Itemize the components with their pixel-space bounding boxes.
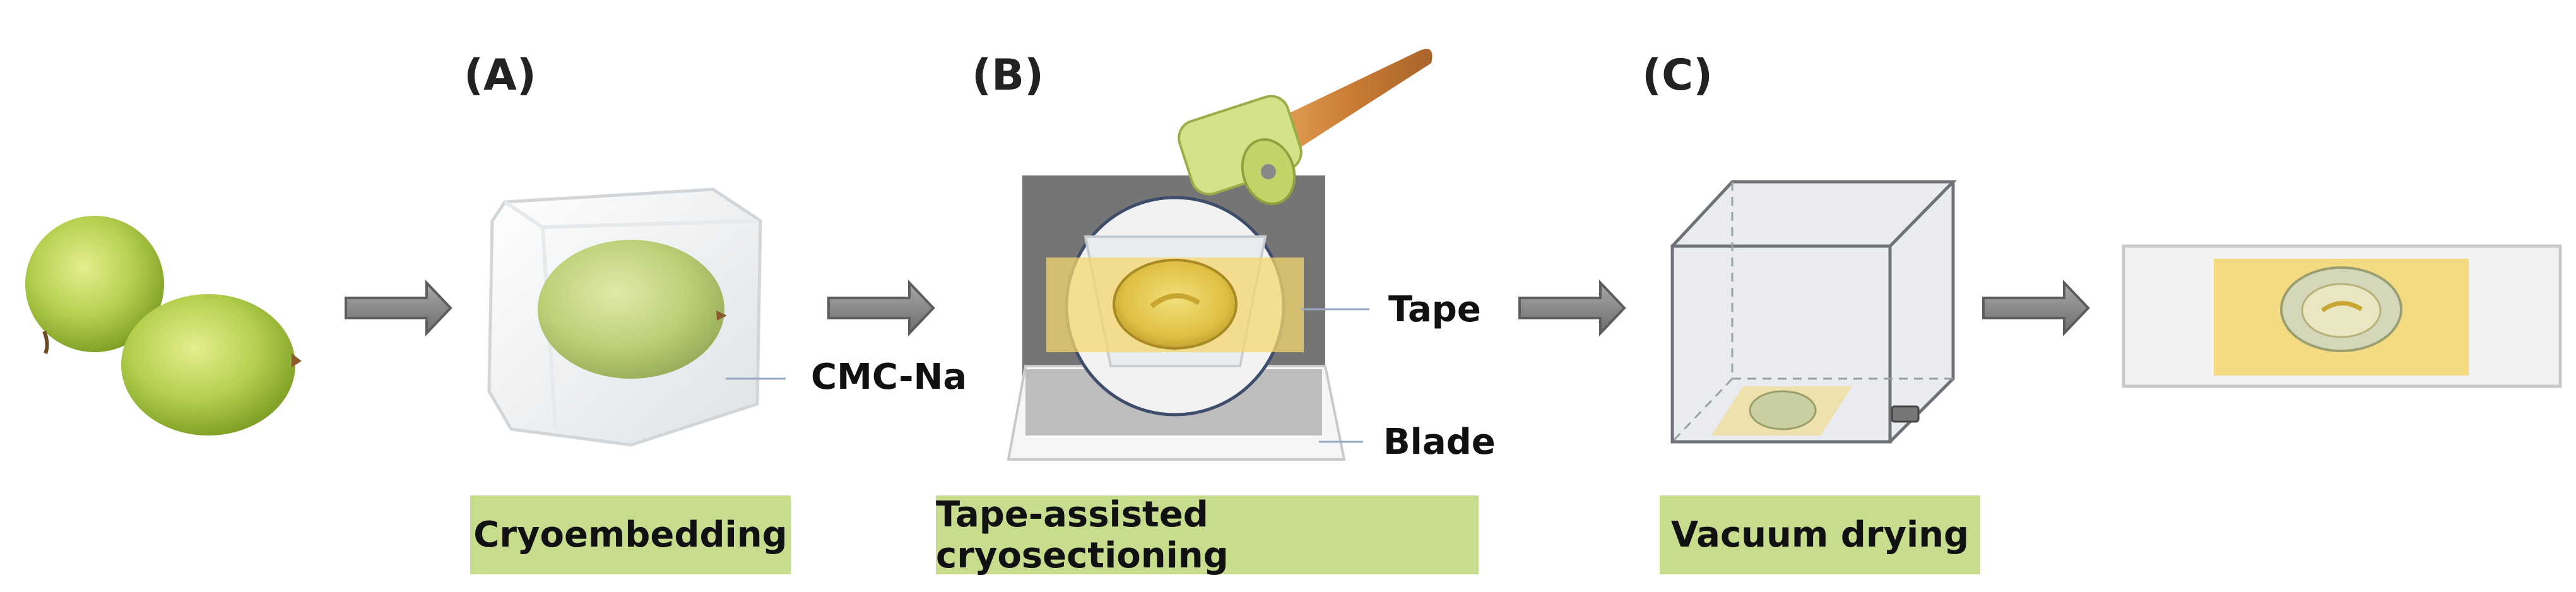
vacuum-chamber-illustration [1670, 180, 1957, 444]
step-tape-assisted-cryosectioning: Tape-assisted cryosectioning [936, 494, 1479, 576]
process-arrow-2 [827, 279, 935, 337]
panel-label-c: (C) [1642, 50, 1713, 100]
cmc-na-label: CMC-Na [811, 357, 967, 398]
process-arrow-1 [345, 279, 452, 337]
cryostat-illustration [1007, 175, 1369, 461]
step-vacuum-drying: Vacuum drying [1660, 495, 1980, 574]
ice-cube-illustration [487, 187, 786, 447]
section-slide-illustration [2122, 244, 2562, 388]
process-arrow-3 [1518, 279, 1626, 337]
step-cryoembedding: Cryoembedding [470, 495, 791, 574]
blade-label: Blade [1383, 422, 1496, 463]
panel-label-a: (A) [464, 50, 536, 100]
panel-label-b: (B) [972, 50, 1044, 100]
tape-roller-illustration [1178, 49, 1433, 205]
tape-label: Tape [1388, 289, 1481, 330]
fruit-pair-illustration [25, 216, 302, 435]
process-arrow-4 [1982, 279, 2090, 337]
